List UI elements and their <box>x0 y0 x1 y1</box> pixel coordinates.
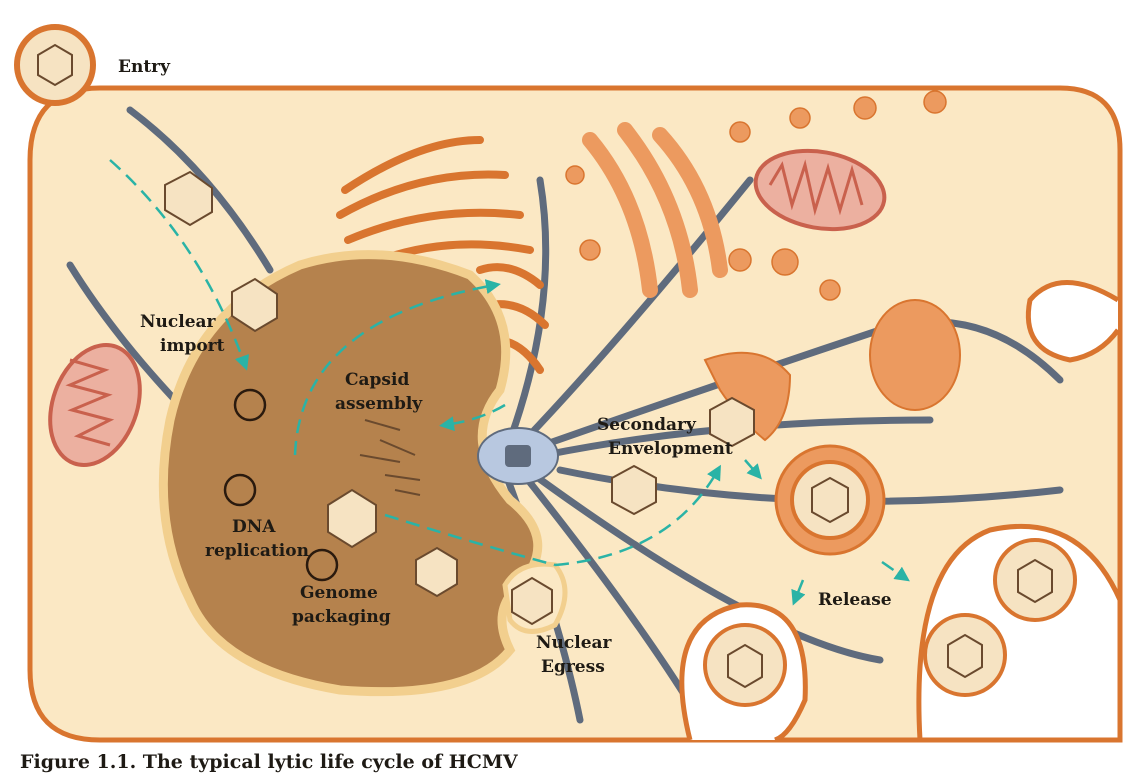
virion-entry <box>17 27 93 103</box>
label-capsid-assembly-2: assembly <box>335 394 423 414</box>
label-capsid-assembly-1: Capsid <box>345 370 409 390</box>
label-genome-packaging-1: Genome <box>300 583 378 603</box>
label-genome-packaging-2: packaging <box>292 607 391 627</box>
label-entry: Entry <box>118 57 171 77</box>
label-nuclear-egress-2: Egress <box>541 657 605 677</box>
centriole <box>505 445 531 467</box>
label-secondary-envelopment-1: Secondary <box>597 415 697 435</box>
label-nuclear-egress-1: Nuclear <box>536 633 613 653</box>
label-nuclear-import-1: Nuclear <box>140 312 217 332</box>
label-nuclear-import-2: import <box>160 336 225 356</box>
endosome-compartment <box>870 300 960 410</box>
exocytic-vesicle <box>682 605 806 740</box>
label-release: Release <box>818 590 892 610</box>
label-secondary-envelopment-2: Envelopment <box>608 439 733 459</box>
label-dna-replication-1: DNA <box>232 517 276 537</box>
label-dna-replication-2: replication <box>205 541 309 561</box>
virion-secondary-envelope <box>776 446 884 554</box>
figure-caption: Figure 1.1. The typical lytic life cycle… <box>20 751 519 773</box>
